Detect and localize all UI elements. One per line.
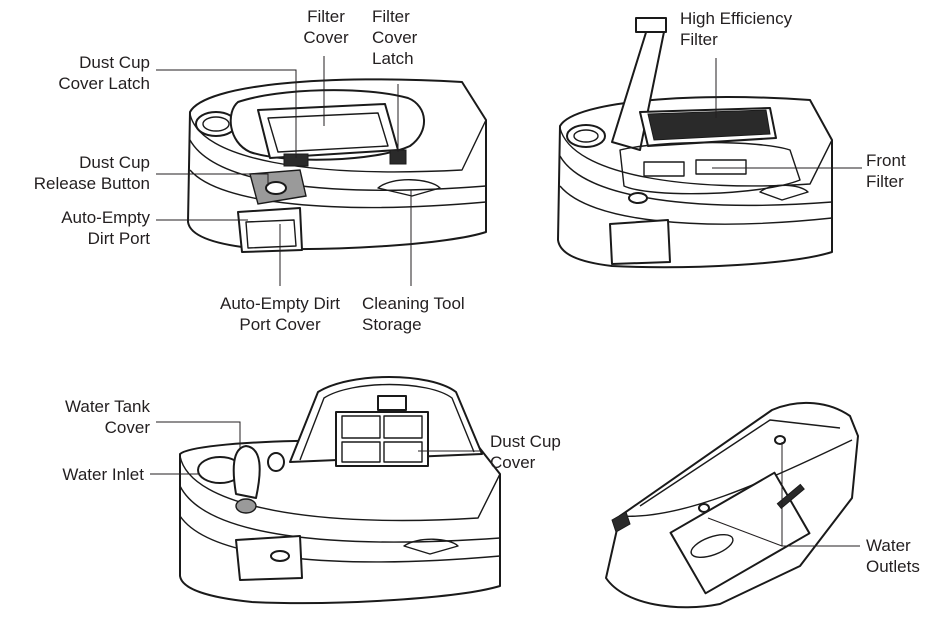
leader-water-tank-cover (156, 421, 241, 448)
label-water-tank-cover: Water Tank Cover (64, 397, 150, 437)
label-dust-cup-cover: Dust Cup Cover (490, 432, 561, 472)
leader-dust-cup-cover-latch (156, 69, 297, 158)
view-filter-open (557, 17, 833, 269)
label-cleaning-tool-storage: Cleaning Tool Storage (362, 294, 465, 334)
label-filter-cover-latch: Filter Cover Latch (372, 7, 418, 68)
view-underside (605, 401, 859, 609)
label-water-outlets: Water Outlets (866, 536, 920, 576)
leader-lines (150, 56, 862, 547)
label-front-filter: Front Filter (866, 151, 906, 191)
leader-water-outlets-2 (707, 517, 783, 547)
leader-dust-cup-release (156, 173, 269, 186)
label-filter-cover: Filter Cover (303, 7, 349, 47)
view-closed-dust-cup (187, 78, 487, 253)
label-auto-empty-dirt-port: Auto-Empty Dirt Port (61, 208, 150, 248)
label-auto-empty-dirt-port-cover: Auto-Empty Dirt Port Cover (220, 294, 340, 334)
label-dust-cup-release-button: Dust Cup Release Button (33, 153, 150, 193)
label-water-inlet: Water Inlet (62, 465, 144, 484)
label-high-efficiency-filter: High Efficiency Filter (680, 9, 793, 49)
view-dust-cup-cover-open (179, 376, 501, 605)
label-dust-cup-cover-latch: Dust Cup Cover Latch (58, 53, 150, 93)
